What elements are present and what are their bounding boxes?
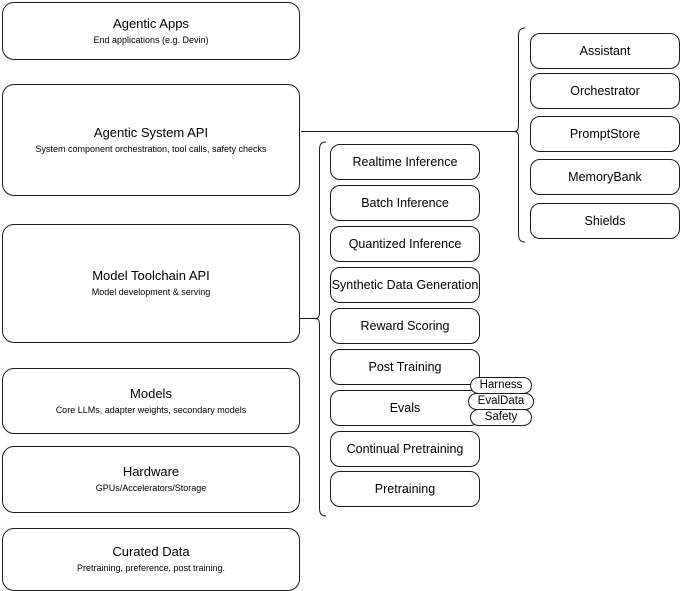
layer-title: Hardware — [122, 464, 180, 479]
toolchain-item-label: Realtime Inference — [352, 155, 458, 169]
layer-subtitle: Core LLMs, adapter weights, secondary mo… — [55, 404, 247, 415]
evals-pill-harness[interactable]: Harness — [470, 377, 532, 394]
toolchain-item-continual-pretraining[interactable]: Continual Pretraining — [330, 431, 480, 467]
agentic-item-orchestrator[interactable]: Orchestrator — [530, 73, 680, 109]
layer-subtitle: Model development & serving — [91, 287, 211, 297]
layer-title: Models — [130, 385, 172, 401]
layer-agentic-apps[interactable]: Agentic Apps End applications (e.g. Devi… — [2, 2, 300, 60]
layer-hardware[interactable]: Hardware GPUs/Accelerators/Storage — [2, 446, 300, 513]
evals-pill-safety[interactable]: Safety — [470, 409, 532, 426]
agentic-item-label: PromptStore — [569, 127, 641, 141]
layer-title: Agentic System API — [93, 124, 209, 140]
toolchain-item-label: Evals — [389, 401, 421, 415]
toolchain-item-label: Quantized Inference — [348, 237, 462, 251]
toolchain-item-batch-inference[interactable]: Batch Inference — [330, 185, 480, 221]
layer-model-toolchain-api[interactable]: Model Toolchain API Model development & … — [2, 224, 300, 343]
layer-agentic-system-api[interactable]: Agentic System API System component orch… — [2, 84, 300, 196]
layer-subtitle: GPUs/Accelerators/Storage — [95, 483, 207, 493]
right-group-brace — [513, 27, 526, 243]
layer-title: Model Toolchain API — [92, 268, 210, 283]
toolchain-item-quantized-inference[interactable]: Quantized Inference — [330, 226, 480, 262]
toolchain-item-synthetic-data-generation[interactable]: Synthetic Data Generation — [330, 267, 480, 303]
layer-subtitle: System component orchestration, tool cal… — [35, 143, 267, 154]
agentic-item-shields[interactable]: Shields — [530, 203, 680, 239]
toolchain-item-pretraining[interactable]: Pretraining — [330, 471, 480, 507]
layer-models[interactable]: Models Core LLMs, adapter weights, secon… — [2, 368, 300, 434]
layer-subtitle: Pretraining, preference, post training. — [76, 563, 226, 573]
evals-pill-evaldata[interactable]: EvalData — [468, 393, 534, 410]
agentic-item-memorybank[interactable]: MemoryBank — [530, 159, 680, 195]
agentic-item-label: Assistant — [579, 44, 631, 58]
toolchain-item-label: Post Training — [368, 360, 442, 374]
agentic-item-promptstore[interactable]: PromptStore — [530, 116, 680, 152]
toolchain-item-label: Reward Scoring — [360, 319, 450, 333]
toolchain-item-label: Synthetic Data Generation — [331, 278, 479, 292]
toolchain-item-realtime-inference[interactable]: Realtime Inference — [330, 144, 480, 180]
toolchain-item-label: Continual Pretraining — [346, 442, 464, 456]
toolchain-item-label: Batch Inference — [361, 196, 449, 210]
agentic-item-label: Orchestrator — [570, 84, 640, 98]
layer-title: Curated Data — [112, 544, 190, 559]
agentic-item-label: Shields — [584, 214, 626, 228]
layer-subtitle: End applications (e.g. Devin) — [93, 34, 209, 45]
agentic-item-label: MemoryBank — [568, 170, 642, 184]
toolchain-item-label: Pretraining — [374, 482, 436, 496]
toolchain-item-evals[interactable]: Evals — [330, 390, 480, 426]
mid-group-brace — [314, 141, 327, 517]
layer-title: Agentic Apps — [113, 15, 189, 31]
layer-curated-data[interactable]: Curated Data Pretraining, preference, po… — [2, 528, 300, 591]
toolchain-item-reward-scoring[interactable]: Reward Scoring — [330, 308, 480, 344]
agentic-item-assistant[interactable]: Assistant — [530, 33, 680, 69]
toolchain-item-post-training[interactable]: Post Training — [330, 349, 480, 385]
